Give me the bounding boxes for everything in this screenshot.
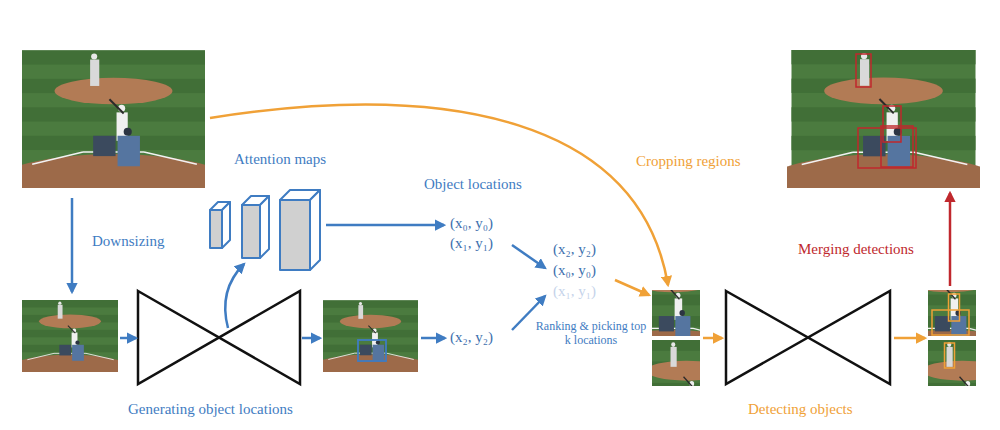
flow-arrow-part (120, 337, 136, 340)
flow-arrow (72, 198, 545, 338)
attention-maps-part (310, 190, 320, 270)
detected-crops (859, 252, 1000, 430)
result-photo-part (881, 126, 913, 167)
flow-arrow (210, 105, 925, 338)
hourglass-network (138, 291, 300, 384)
coordinate: (x₂, y₂) (553, 240, 596, 258)
section-label: Cropping regions (636, 152, 741, 170)
located-photo-part (358, 340, 386, 361)
step-label: Merging detections (798, 240, 914, 258)
downsized-photo-part (1, 300, 140, 395)
flow-arrow-part (703, 337, 722, 340)
attention-maps-part (260, 196, 269, 258)
located-photo (302, 300, 439, 394)
input-photo-part (0, 50, 246, 231)
section-label: Object locations (424, 175, 522, 193)
result-photo-part (883, 106, 901, 142)
step-label: Downsizing (92, 232, 165, 250)
flow-arrow-part (894, 337, 925, 340)
coordinate: (x₀, y₀) (553, 261, 596, 279)
section-label: Generating object locations (128, 400, 293, 418)
result-photo-part (751, 50, 1000, 232)
located-photo-part (302, 300, 439, 394)
input-photo (0, 50, 246, 231)
detected-crops-part-part (873, 340, 1000, 430)
attention-maps-part (280, 200, 310, 270)
flow-arrow-part (421, 337, 445, 340)
attention-maps (210, 190, 320, 270)
attention-maps-part (222, 202, 230, 248)
coordinate: (x₀, y₀) (450, 214, 493, 232)
result-photo-part (858, 128, 916, 168)
section-label: Attention maps (234, 150, 326, 168)
flow-arrow-part (302, 337, 320, 340)
coordinate: (x₂, y₂) (450, 328, 493, 346)
attention-maps-part (210, 210, 222, 248)
flow-arrow-part (326, 224, 444, 227)
coordinate: (x₁, y₁) (450, 234, 493, 252)
result-photo-part (856, 54, 871, 87)
section-label: Detecting objects (748, 400, 853, 418)
coordinate: (x₁, y₁) (553, 282, 596, 300)
flow-arrow-part (71, 198, 74, 292)
step-label: Ranking & picking top k locations (535, 320, 647, 348)
flow-arrow-part (512, 245, 545, 268)
flow-arrow-part (225, 264, 244, 328)
detected-crops-part (945, 343, 955, 368)
flow-arrow-part (615, 280, 649, 295)
flow-arrow-part (210, 105, 668, 285)
attention-maps-part (242, 205, 260, 258)
hourglass-network-part (138, 291, 300, 384)
downsized-photo (1, 300, 140, 395)
hourglass-network-part (726, 291, 890, 384)
flow-arrow (949, 193, 952, 286)
detected-crops-part (873, 340, 1000, 430)
hourglass-network (726, 291, 890, 384)
result-photo (751, 50, 1000, 232)
detected-crops-part (932, 310, 969, 335)
detected-crops-part (949, 294, 960, 321)
flow-arrow-part (949, 193, 952, 286)
